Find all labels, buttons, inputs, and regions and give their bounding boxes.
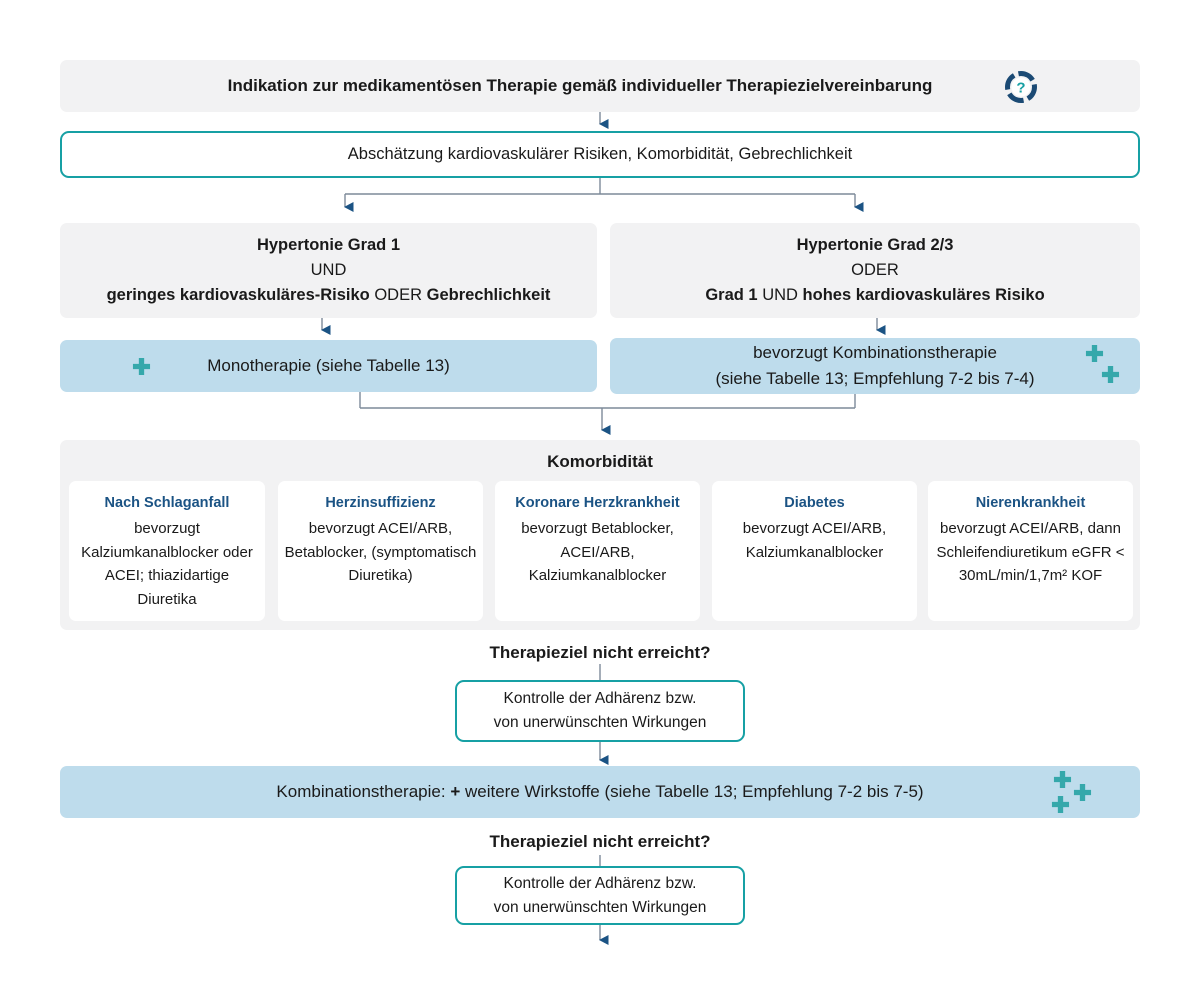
branch-left-box: Hypertonie Grad 1 UND geringes kardiovas… bbox=[60, 223, 597, 318]
comorbidity-card-1: Nach Schlaganfall bevorzugt Kalziumkanal… bbox=[69, 481, 265, 621]
branch-right-line3-bold-a: Grad 1 bbox=[705, 286, 758, 304]
question-circle-icon[interactable]: ? bbox=[1004, 70, 1038, 104]
branch-right-line3-connector: UND bbox=[757, 286, 803, 304]
comorbidity-card-4-title: Diabetes bbox=[784, 495, 845, 511]
title-text: Indikation zur medikamentösen Therapie g… bbox=[227, 76, 933, 95]
combination-therapy-prefix: Kombinationstherapie: bbox=[276, 782, 451, 801]
comorbidity-card-5-title: Nierenkrankheit bbox=[975, 495, 1086, 511]
branch-left-line2: UND bbox=[310, 261, 347, 279]
goal-question-1: Therapieziel nicht erreicht? bbox=[489, 643, 711, 662]
cross-icon-combo3-a bbox=[1053, 770, 1072, 794]
goal-question-2: Therapieziel nicht erreicht? bbox=[489, 832, 711, 851]
combination-therapy-box: Kombinationstherapie: + weitere Wirkstof… bbox=[60, 766, 1140, 818]
monotherapy-box: Monotherapie (siehe Tabelle 13) bbox=[60, 340, 597, 392]
comorbidity-card-2-title: Herzinsuffizienz bbox=[325, 495, 436, 511]
branch-right-line2: ODER bbox=[851, 261, 899, 279]
adherence-box-2: Kontrolle der Adhärenz bzw. von unerwüns… bbox=[455, 866, 745, 925]
adherence-box-2-line2: von unerwünschten Wirkungen bbox=[493, 898, 707, 916]
adherence-box-1-line2: von unerwünschten Wirkungen bbox=[493, 714, 707, 731]
branch-right-line3-bold-b: hohes kardiovaskuläres Risiko bbox=[802, 286, 1045, 304]
branch-right-box: Hypertonie Grad 2/3 ODER Grad 1 UND hohe… bbox=[610, 223, 1140, 318]
branch-left-line3-bold-b: Gebrechlichkeit bbox=[426, 286, 551, 304]
svg-text:?: ? bbox=[1016, 80, 1025, 97]
adherence-box-1: Kontrolle der Adhärenz bzw. von unerwüns… bbox=[455, 680, 745, 742]
preferred-combination-line2: (siehe Tabelle 13; Empfehlung 7-2 bis 7-… bbox=[715, 369, 1035, 388]
assessment-text: Abschätzung kardiovaskulärer Risiken, Ko… bbox=[347, 145, 853, 163]
comorbidity-card-3: Koronare Herzkrankheit bevorzugt Betablo… bbox=[495, 481, 700, 621]
cross-icon-combo3-b bbox=[1073, 783, 1092, 807]
branch-left-line3: geringes kardiovaskuläres-Risiko ODER Ge… bbox=[107, 283, 551, 308]
title-box: Indikation zur medikamentösen Therapie g… bbox=[60, 60, 1140, 112]
branch-left-line1: Hypertonie Grad 1 bbox=[256, 236, 401, 254]
branch-right-line3: Grad 1 UND hohes kardiovaskuläres Risiko bbox=[705, 283, 1044, 308]
comorbidity-card-5: Nierenkrankheit bevorzugt ACEI/ARB, dann… bbox=[928, 481, 1133, 621]
monotherapy-text: Monotherapie (siehe Tabelle 13) bbox=[207, 356, 450, 375]
cross-icon-combo-a bbox=[1085, 344, 1104, 368]
adherence-box-1-line1: Kontrolle der Adhärenz bzw. bbox=[503, 690, 697, 707]
branch-left-line3-connector: ODER bbox=[369, 286, 427, 304]
cross-icon-combo3-c bbox=[1051, 795, 1070, 819]
assessment-box: Abschätzung kardiovaskulärer Risiken, Ko… bbox=[60, 131, 1140, 178]
comorbidity-heading: Komorbidität bbox=[547, 452, 653, 471]
cross-icon-mono bbox=[132, 357, 151, 381]
comorbidity-card-2: Herzinsuffizienz bevorzugt ACEI/ARB, Bet… bbox=[278, 481, 483, 621]
comorbidity-card-4: Diabetes bevorzugt ACEI/ARB, Kalziumkana… bbox=[712, 481, 917, 621]
comorbidity-card-1-title: Nach Schlaganfall bbox=[104, 495, 230, 511]
preferred-combination-box: bevorzugt Kombinationstherapie (siehe Ta… bbox=[610, 338, 1140, 394]
preferred-combination-line1: bevorzugt Kombinationstherapie bbox=[753, 343, 997, 362]
cross-icon-combo-b bbox=[1101, 365, 1120, 389]
combination-therapy-text: Kombinationstherapie: + weitere Wirkstof… bbox=[276, 779, 923, 805]
comorbidity-card-4-body: bevorzugt ACEI/ARB, Kalziumkanalblocker bbox=[742, 520, 887, 561]
comorbidity-card-5-body: bevorzugt ACEI/ARB, dann Schleifendiuret… bbox=[936, 520, 1125, 584]
combination-therapy-plus: + bbox=[450, 782, 461, 801]
comorbidity-card-3-body: bevorzugt Betablocker, ACEI/ARB, Kalzium… bbox=[521, 520, 674, 584]
comorbidity-card-1-body: bevorzugt Kalziumkanalblocker oder ACEI;… bbox=[81, 520, 253, 608]
adherence-box-2-line1: Kontrolle der Adhärenz bzw. bbox=[503, 874, 697, 892]
comorbidity-card-3-title: Koronare Herzkrankheit bbox=[515, 495, 680, 511]
comorbidity-card-2-body: bevorzugt ACEI/ARB, Betablocker, (sympto… bbox=[284, 520, 477, 584]
combination-therapy-suffix: weitere Wirkstoffe (siehe Tabelle 13; Em… bbox=[460, 782, 924, 801]
branch-left-line3-bold-a: geringes kardiovaskuläres-Risiko bbox=[106, 286, 370, 304]
branch-right-line1: Hypertonie Grad 2/3 bbox=[796, 236, 954, 254]
